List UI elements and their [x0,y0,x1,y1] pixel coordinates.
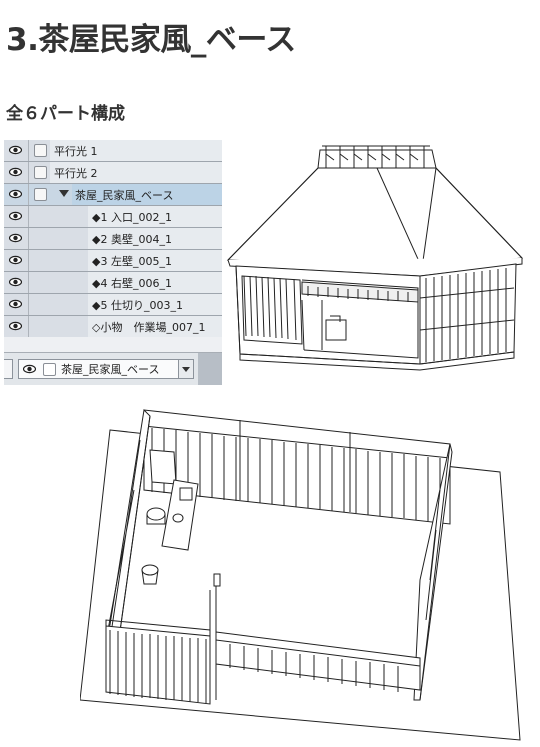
row-divider [28,272,29,293]
layer-label: 茶屋_民家風_ベース [75,189,174,202]
layer-label: ◆5 仕切り_003_1 [92,299,183,312]
eye-icon[interactable] [9,145,22,155]
label-background [50,140,222,161]
lock-checkbox[interactable] [34,144,47,157]
row-divider [28,316,29,337]
layer-row-child[interactable]: ◇小物 作業場_007_1 [4,316,222,338]
eye-icon[interactable] [9,233,22,243]
label-background [88,206,222,227]
layer-label: ◇小物 作業場_007_1 [92,321,206,334]
layer-row-child[interactable]: ◆1 入口_002_1 [4,206,222,228]
label-background [88,294,222,315]
eye-icon[interactable] [9,321,22,331]
lock-checkbox[interactable] [34,188,47,201]
layer-panel: 平行光 1 平行光 2 茶屋_民家風_ベース ◆1 入口_002_1 ◆2 奥壁… [4,140,222,384]
footer-side-block [198,353,222,385]
layer-label: ◆2 奥壁_004_1 [92,233,172,246]
row-divider [28,228,29,249]
row-divider [28,162,29,183]
current-layer-selector[interactable]: 茶屋_民家風_ベース [18,359,194,379]
expand-triangle-icon[interactable] [59,190,69,197]
layer-row-group-chaya[interactable]: 茶屋_民家風_ベース [4,184,222,206]
footer-scroll-left[interactable] [4,359,13,379]
label-background [88,228,222,249]
eye-icon[interactable] [23,364,36,374]
layer-label: ◆3 左壁_005_1 [92,255,172,268]
lock-checkbox[interactable] [34,166,47,179]
label-background [72,184,222,205]
eye-icon[interactable] [9,255,22,265]
layer-label: ◆4 右壁_006_1 [92,277,172,290]
row-divider [28,140,29,161]
layer-row-child[interactable]: ◆3 左壁_005_1 [4,250,222,272]
eye-icon[interactable] [9,167,22,177]
layer-row-child[interactable]: ◆5 仕切り_003_1 [4,294,222,316]
label-background [88,250,222,271]
layer-label: ◆1 入口_002_1 [92,211,172,224]
row-divider [28,184,29,205]
chevron-down-icon[interactable] [178,360,193,378]
layer-row-child[interactable]: ◆2 奥壁_004_1 [4,228,222,250]
page-subtitle: 全６パート構成 [6,104,125,124]
layer-row-child[interactable]: ◆4 右壁_006_1 [4,272,222,294]
current-layer-name: 茶屋_民家風_ベース [61,363,160,376]
eye-icon[interactable] [9,277,22,287]
layer-label: 平行光 1 [54,145,98,158]
layer-row-parallel-light-2[interactable]: 平行光 2 [4,162,222,184]
row-divider [28,294,29,315]
teahouse-exterior-illustration [226,145,524,371]
layer-label: 平行光 2 [54,167,98,180]
teahouse-plan-illustration [80,408,521,741]
label-background [88,316,222,337]
lock-checkbox[interactable] [43,363,56,376]
layer-panel-footer: 茶屋_民家風_ベース [4,352,222,385]
row-divider [28,206,29,227]
page-title: 3.茶屋民家風_ベース [6,22,296,58]
layer-row-parallel-light-1[interactable]: 平行光 1 [4,140,222,162]
label-background [50,162,222,183]
label-background [88,272,222,293]
eye-icon[interactable] [9,299,22,309]
eye-icon[interactable] [9,189,22,199]
eye-icon[interactable] [9,211,22,221]
row-divider [28,250,29,271]
